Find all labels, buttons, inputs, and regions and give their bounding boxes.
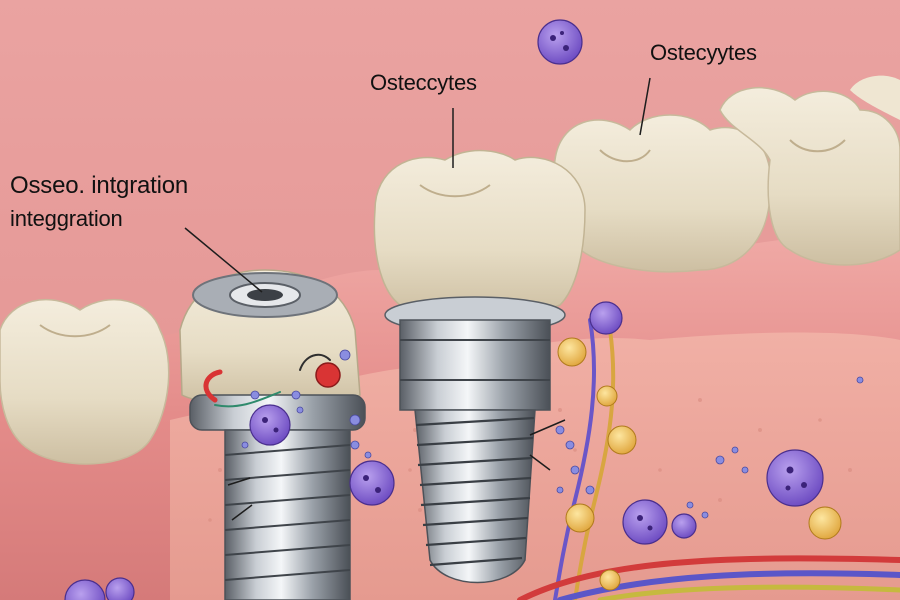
- osteocytes-label-right: Ostecyytes: [650, 40, 757, 65]
- cell-nuclei: [262, 31, 807, 531]
- purple-cells: [64, 19, 824, 600]
- molar-tooth-left: [0, 298, 170, 465]
- red-cell: [315, 362, 341, 388]
- gold-cells: [557, 337, 842, 591]
- molar-teeth-right: [552, 75, 900, 273]
- osteocytes-label-center: Osteccytes: [370, 70, 477, 95]
- fiber-accents: [203, 353, 331, 408]
- osseointegration-label-line1: Osseo. intgration: [10, 172, 189, 199]
- implant-left: [179, 269, 366, 600]
- osseointegration-label-line2: integgration: [10, 206, 123, 231]
- leader-lines: [184, 77, 651, 521]
- implant-center: [373, 149, 586, 584]
- blood-vessels: [517, 318, 900, 600]
